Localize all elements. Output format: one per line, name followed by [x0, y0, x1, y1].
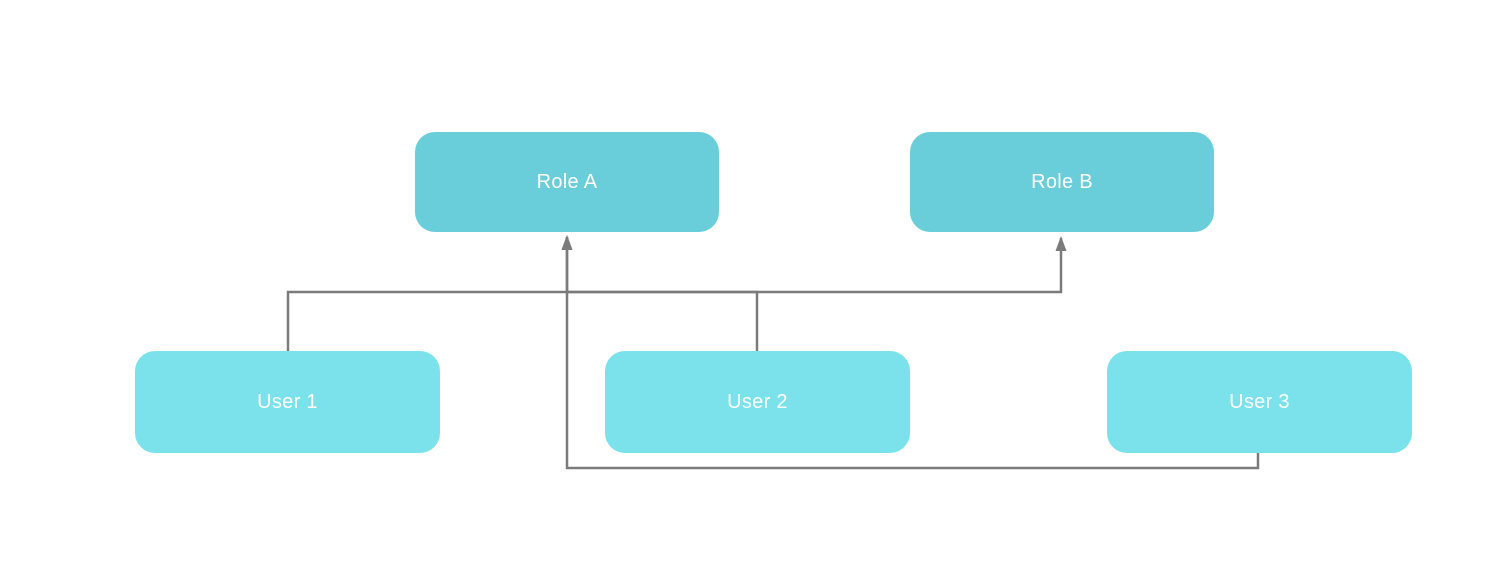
node-role-a[interactable]: Role A	[415, 132, 719, 232]
node-role-a-label: Role A	[536, 170, 598, 193]
node-user-3[interactable]: User 3	[1107, 351, 1412, 453]
edge-user2-to-rolea	[561, 235, 759, 351]
edge-user3-to-rolea	[561, 235, 1260, 470]
node-user-1-label: User 1	[257, 390, 318, 413]
node-role-b-label: Role B	[1031, 170, 1093, 193]
node-user-2-label: User 2	[727, 390, 788, 413]
edge-user1-to-roleb	[286, 236, 1067, 351]
node-user-1[interactable]: User 1	[135, 351, 440, 453]
node-user-2[interactable]: User 2	[605, 351, 910, 453]
node-user-3-label: User 3	[1229, 390, 1290, 413]
node-role-b[interactable]: Role B	[910, 132, 1214, 232]
